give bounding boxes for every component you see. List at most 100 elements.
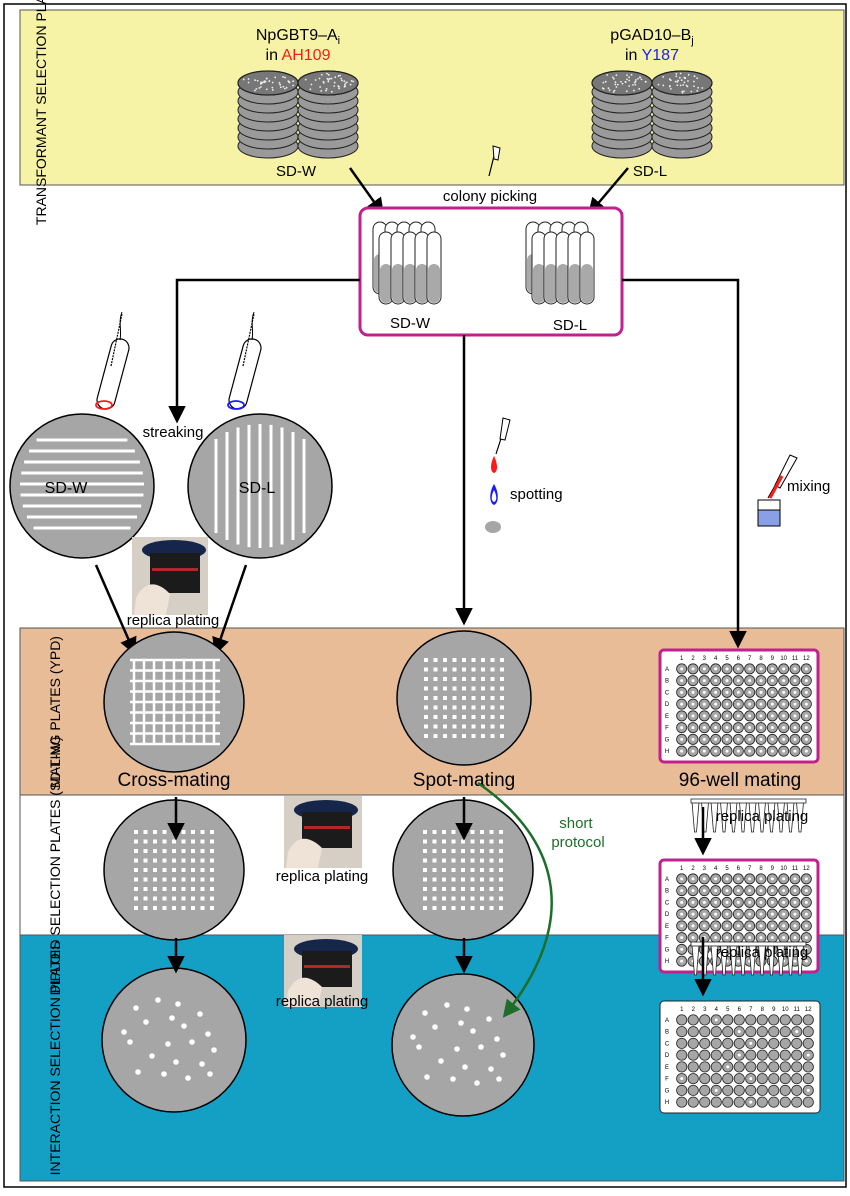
positive-colony bbox=[438, 1058, 444, 1064]
replica-plating-photo bbox=[132, 537, 208, 615]
colony-spot bbox=[499, 878, 503, 882]
colony-speck bbox=[261, 82, 263, 84]
well-colony bbox=[805, 726, 808, 729]
colony-spot bbox=[163, 849, 167, 853]
well-colony bbox=[782, 667, 785, 670]
colony-spot bbox=[153, 887, 157, 891]
colony-spot bbox=[491, 734, 495, 738]
colony-spot bbox=[153, 897, 157, 901]
colony-spot bbox=[182, 906, 186, 910]
colony-spot bbox=[443, 668, 447, 672]
colony-speck bbox=[282, 76, 284, 78]
colony-spot bbox=[423, 887, 427, 891]
colony-spot bbox=[182, 897, 186, 901]
well-colony bbox=[737, 889, 740, 892]
culture-liquid bbox=[557, 264, 569, 303]
colony-speck bbox=[319, 86, 321, 88]
positive-colony bbox=[199, 1061, 205, 1067]
colony-spot bbox=[210, 906, 214, 910]
well-colony bbox=[771, 691, 774, 694]
positive-colony bbox=[474, 1080, 480, 1086]
well bbox=[803, 1073, 813, 1083]
well-colony bbox=[782, 924, 785, 927]
colony-speck bbox=[677, 80, 679, 82]
colony-spot bbox=[461, 887, 465, 891]
colony-speck bbox=[603, 88, 605, 90]
colony-spot bbox=[201, 840, 205, 844]
colony-speck bbox=[351, 80, 353, 82]
colony-spot bbox=[471, 906, 475, 910]
colony-spot bbox=[434, 725, 438, 729]
well-colony bbox=[760, 667, 763, 670]
well-colony bbox=[680, 738, 683, 741]
well-colony bbox=[737, 667, 740, 670]
colony-spot bbox=[491, 715, 495, 719]
well-colony bbox=[805, 924, 808, 927]
well bbox=[677, 1062, 687, 1072]
well-colony bbox=[692, 726, 695, 729]
well-colony bbox=[782, 750, 785, 753]
well-colony bbox=[703, 726, 706, 729]
colony-spot bbox=[490, 887, 494, 891]
colony-speck bbox=[319, 78, 321, 80]
well-colony bbox=[680, 889, 683, 892]
well-colony bbox=[714, 913, 717, 916]
colony-speck bbox=[628, 85, 630, 87]
colony-spot bbox=[191, 849, 195, 853]
well-colony bbox=[771, 901, 774, 904]
well-row-label: A bbox=[665, 1018, 669, 1024]
colony-speck bbox=[272, 89, 274, 91]
colony-spot bbox=[471, 887, 475, 891]
well-colony bbox=[737, 750, 740, 753]
well bbox=[734, 1038, 744, 1048]
colony-speck bbox=[676, 84, 678, 86]
colony-spot bbox=[182, 840, 186, 844]
well bbox=[792, 1038, 802, 1048]
well-colony bbox=[748, 877, 751, 880]
well bbox=[688, 1026, 698, 1036]
colony-spot bbox=[423, 906, 427, 910]
colony-spot bbox=[471, 897, 475, 901]
well bbox=[757, 1050, 767, 1060]
well-colony bbox=[692, 679, 695, 682]
positive-colony bbox=[470, 1028, 476, 1034]
colony-spot bbox=[163, 897, 167, 901]
well-colony bbox=[760, 901, 763, 904]
colony-spot bbox=[153, 840, 157, 844]
well-colony bbox=[748, 703, 751, 706]
well-colony bbox=[714, 714, 717, 717]
well-colony bbox=[726, 691, 729, 694]
well-colony bbox=[726, 703, 729, 706]
well-colony bbox=[760, 738, 763, 741]
colony-speck bbox=[260, 86, 262, 88]
well-colony bbox=[714, 877, 717, 880]
well bbox=[688, 1097, 698, 1107]
well-colony bbox=[805, 913, 808, 916]
well-row-label: B bbox=[665, 1030, 669, 1036]
colony-speck bbox=[637, 78, 639, 80]
colony-spot bbox=[424, 696, 428, 700]
colony-speck bbox=[681, 79, 683, 81]
inoculation-loop-tube-icon-left bbox=[95, 312, 131, 411]
colony-speck bbox=[693, 81, 695, 83]
colony-spot bbox=[210, 897, 214, 901]
colony-spot bbox=[191, 878, 195, 882]
well-colony bbox=[760, 913, 763, 916]
colony-spot bbox=[434, 734, 438, 738]
colony-speck bbox=[315, 79, 317, 81]
positive-colony bbox=[121, 1029, 127, 1035]
colony-speck bbox=[609, 89, 611, 91]
colony-spot bbox=[153, 830, 157, 834]
colony-speck bbox=[641, 78, 643, 80]
positive-colony bbox=[143, 1019, 149, 1025]
colony-speck bbox=[331, 91, 333, 93]
positive-colony bbox=[175, 1001, 181, 1007]
colony-spot bbox=[201, 868, 205, 872]
colony-speck bbox=[670, 79, 672, 81]
colony-spot bbox=[490, 840, 494, 844]
well-colony bbox=[807, 1054, 810, 1057]
well bbox=[700, 1097, 710, 1107]
well-colony bbox=[782, 877, 785, 880]
colony-spot bbox=[442, 906, 446, 910]
colony-speck bbox=[326, 88, 328, 90]
